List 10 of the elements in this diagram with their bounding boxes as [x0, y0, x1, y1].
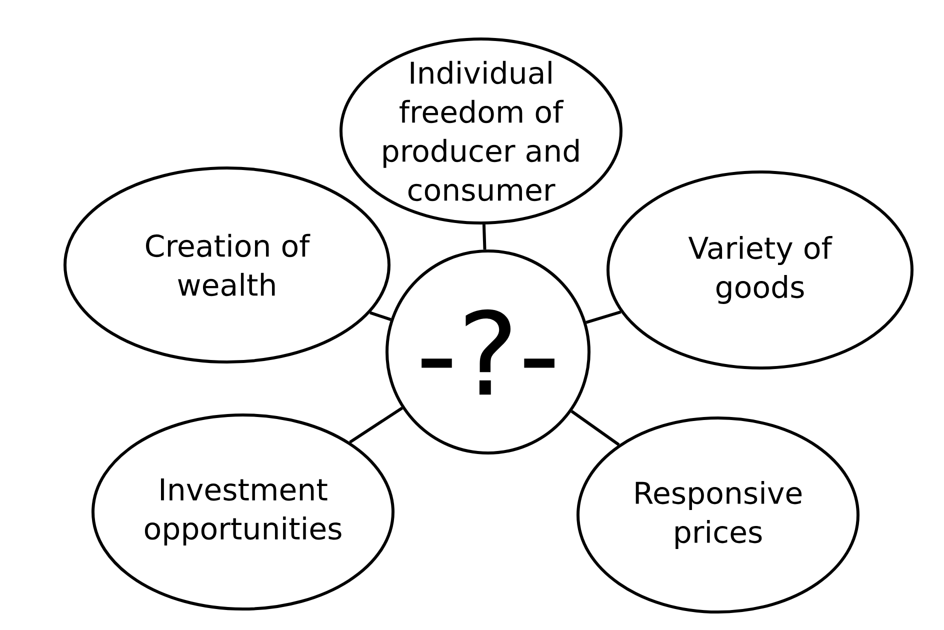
connector-line — [370, 311, 392, 321]
oval: Individual freedom of producer and consumer — [340, 38, 622, 224]
connector-line — [349, 406, 404, 444]
connector-line — [586, 310, 622, 324]
connector-line — [482, 224, 486, 250]
oval: Responsive prices — [576, 416, 860, 614]
connector-line — [570, 410, 620, 446]
oval: Creation of wealth — [64, 166, 390, 364]
oval: Investment opportunities — [92, 414, 394, 610]
oval: Variety of goods — [606, 170, 914, 370]
